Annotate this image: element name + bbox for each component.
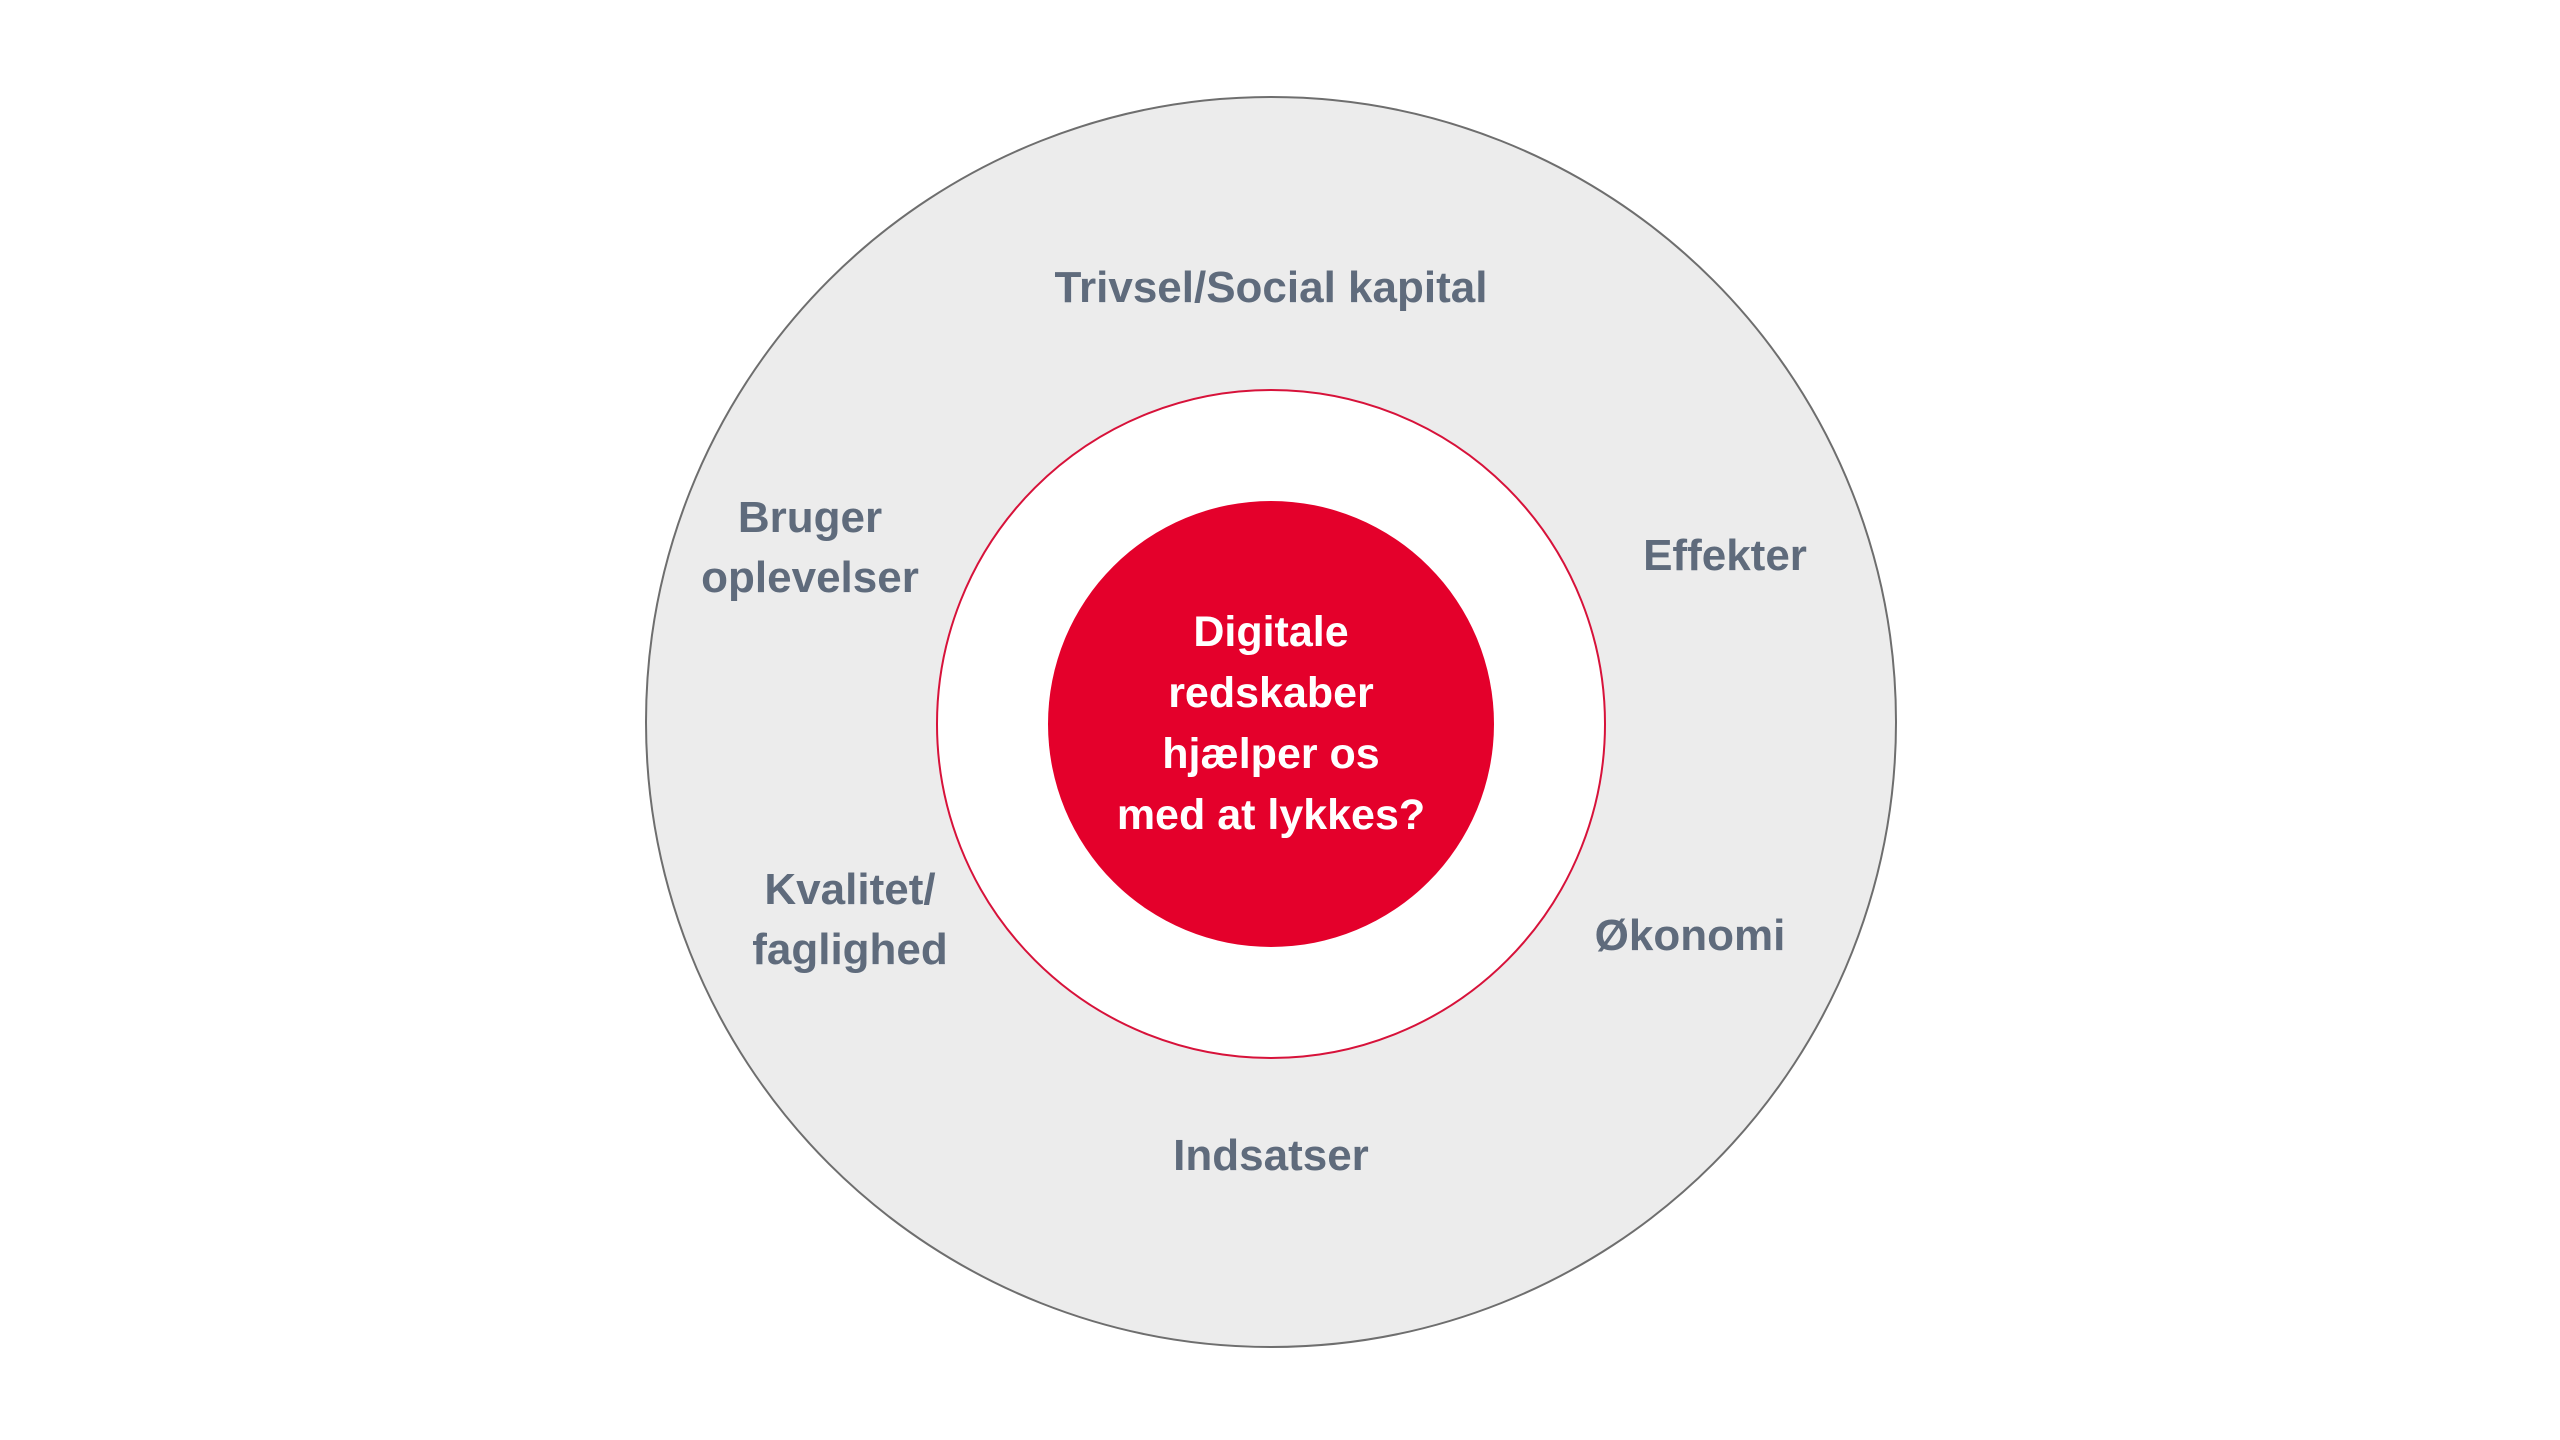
center-line: med at lykkes? — [1116, 791, 1426, 839]
center-circle: Digitale redskaber hjælper os med at lyk… — [1048, 501, 1494, 947]
label-line: Økonomi — [1594, 911, 1786, 960]
label-line: Indsatser — [1173, 1131, 1369, 1180]
label-effekter: Effekter — [1600, 526, 1850, 586]
label-okonomi: Økonomi — [1560, 906, 1820, 966]
center-line: redskaber — [1168, 669, 1374, 717]
label-kvalitet-faglighed: Kvalitet/ faglighed — [700, 860, 1000, 980]
label-line: Bruger — [737, 493, 883, 542]
center-line: Digitale — [1193, 608, 1349, 656]
center-text: Digitale redskaber hjælper os med at lyk… — [1081, 602, 1461, 846]
label-trivsel-social-kapital: Trivsel/Social kapital — [1021, 258, 1521, 318]
center-line: hjælper os — [1162, 730, 1380, 778]
label-indsatser: Indsatser — [1121, 1126, 1421, 1186]
label-line: Effekter — [1643, 531, 1807, 580]
label-line: faglighed — [752, 925, 948, 974]
label-bruger-oplevelser: Bruger oplevelser — [660, 488, 960, 608]
label-line: Kvalitet/ — [764, 865, 936, 914]
label-line: Trivsel/Social kapital — [1054, 263, 1488, 312]
label-line: oplevelser — [701, 553, 919, 602]
